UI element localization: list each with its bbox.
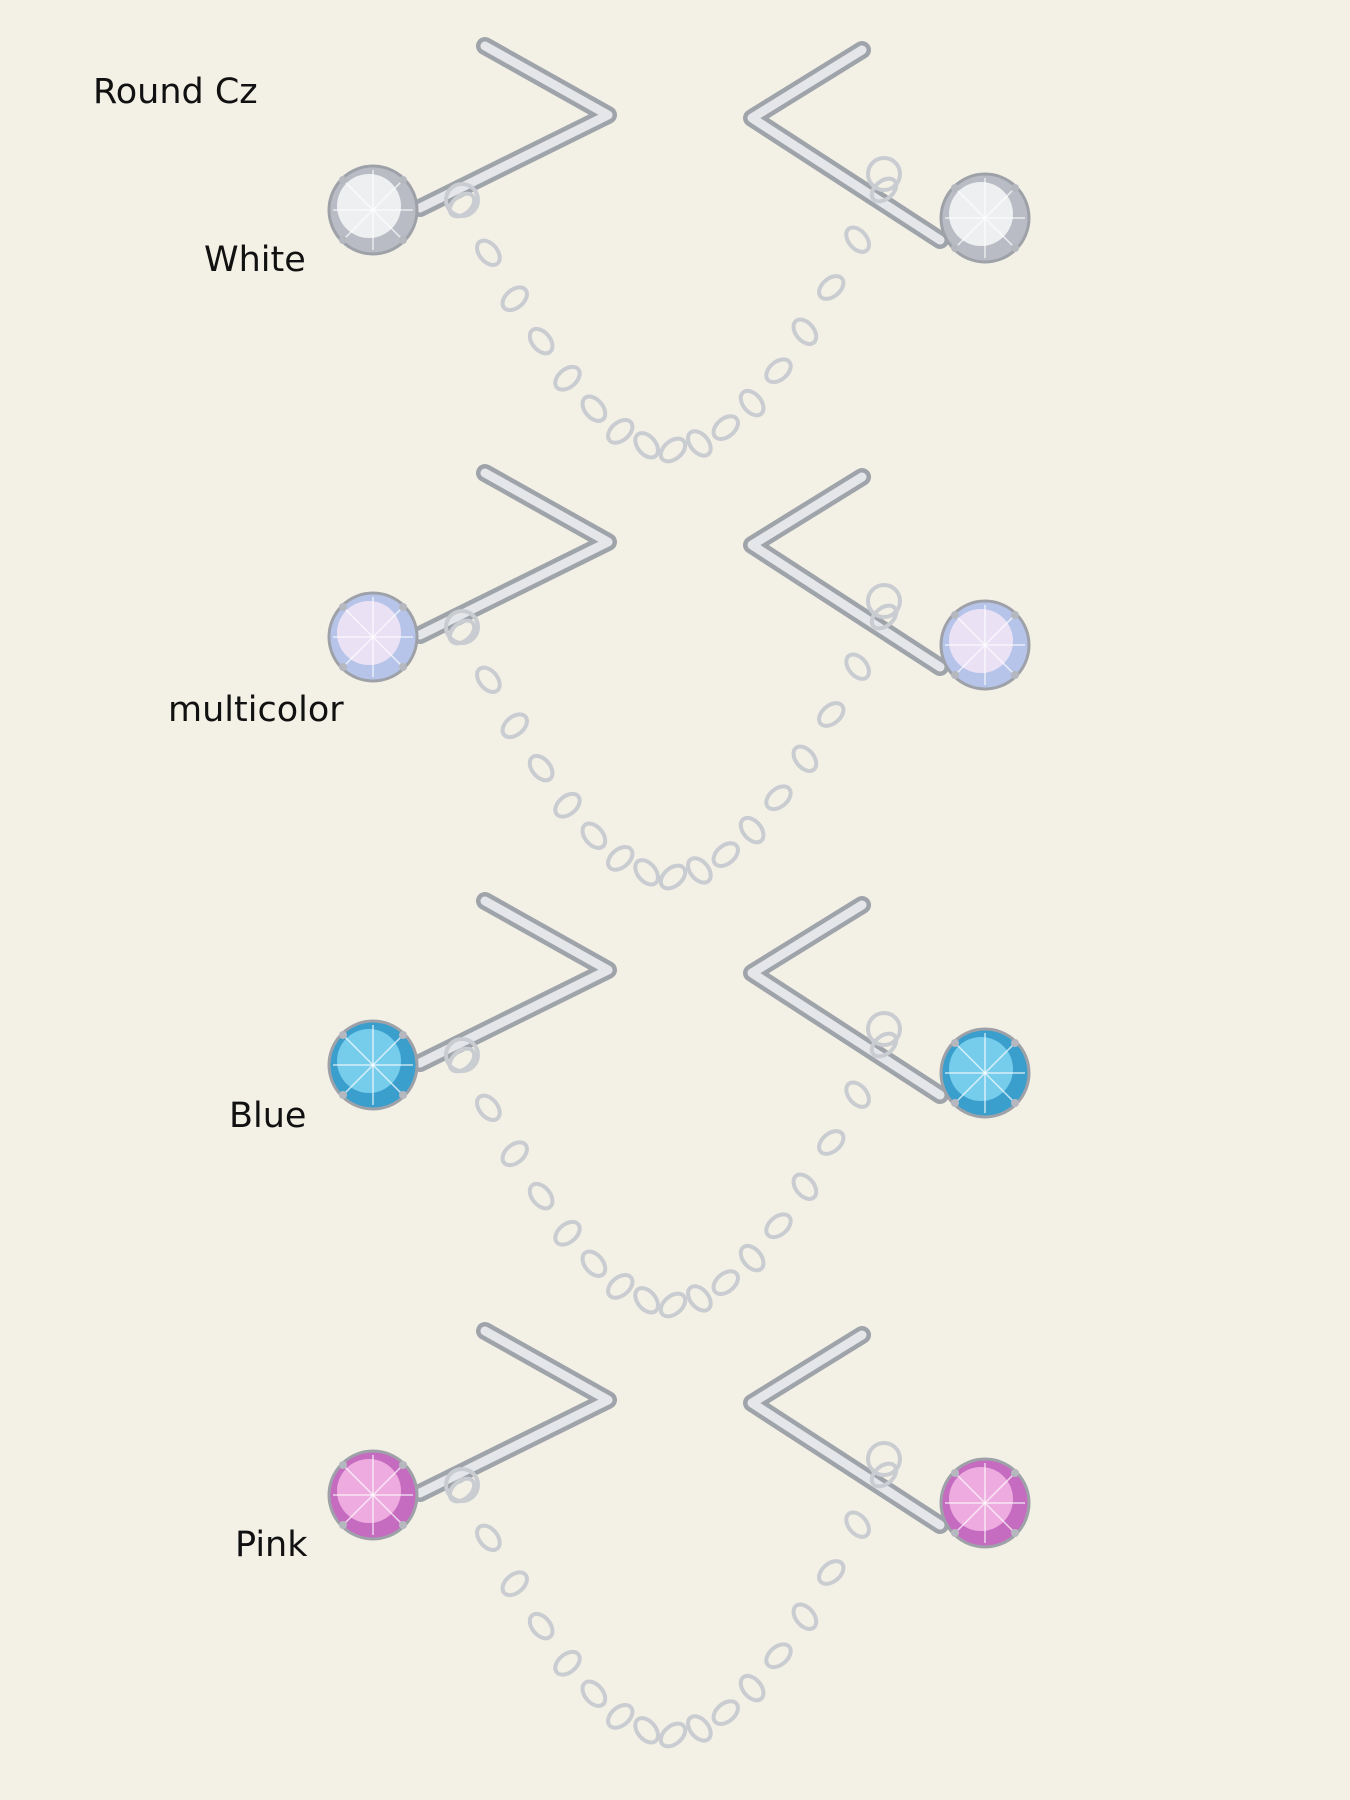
- right-gem-icon: [939, 172, 1031, 264]
- heart-link-chain: [447, 176, 899, 464]
- right-gem-icon: [939, 1027, 1031, 1119]
- right-gem-icon: [939, 599, 1031, 691]
- variant-label-white: White: [204, 240, 306, 280]
- jump-ring: [444, 1037, 480, 1073]
- left-gem-icon: [327, 1019, 419, 1111]
- nose-stud-chain-set: [327, 1322, 1031, 1749]
- nose-stud-chain-set: [327, 464, 1031, 891]
- jump-ring: [866, 1011, 902, 1047]
- product-title: Round Cz: [93, 72, 258, 112]
- right-gem-icon: [939, 1457, 1031, 1549]
- right-l-post: [743, 896, 949, 1104]
- nose-stud-chain-set: [327, 892, 1031, 1319]
- left-gem-icon: [327, 591, 419, 683]
- variant-label-pink: Pink: [235, 1525, 308, 1565]
- variant-label-blue: Blue: [229, 1096, 307, 1136]
- right-l-post: [743, 41, 949, 249]
- jump-ring: [444, 609, 480, 645]
- left-gem-icon: [327, 1449, 419, 1541]
- right-l-post: [743, 468, 949, 676]
- jump-ring: [444, 1467, 480, 1503]
- jump-ring: [866, 156, 902, 192]
- jump-ring: [866, 1441, 902, 1477]
- left-gem-icon: [327, 164, 419, 256]
- jump-ring: [444, 182, 480, 218]
- heart-link-chain: [447, 1031, 899, 1319]
- variant-label-multicolor: multicolor: [168, 690, 344, 730]
- jump-ring: [866, 583, 902, 619]
- heart-link-chain: [447, 1461, 899, 1749]
- right-l-post: [743, 1326, 949, 1534]
- nose-stud-chain-set: [327, 37, 1031, 464]
- heart-link-chain: [447, 603, 899, 891]
